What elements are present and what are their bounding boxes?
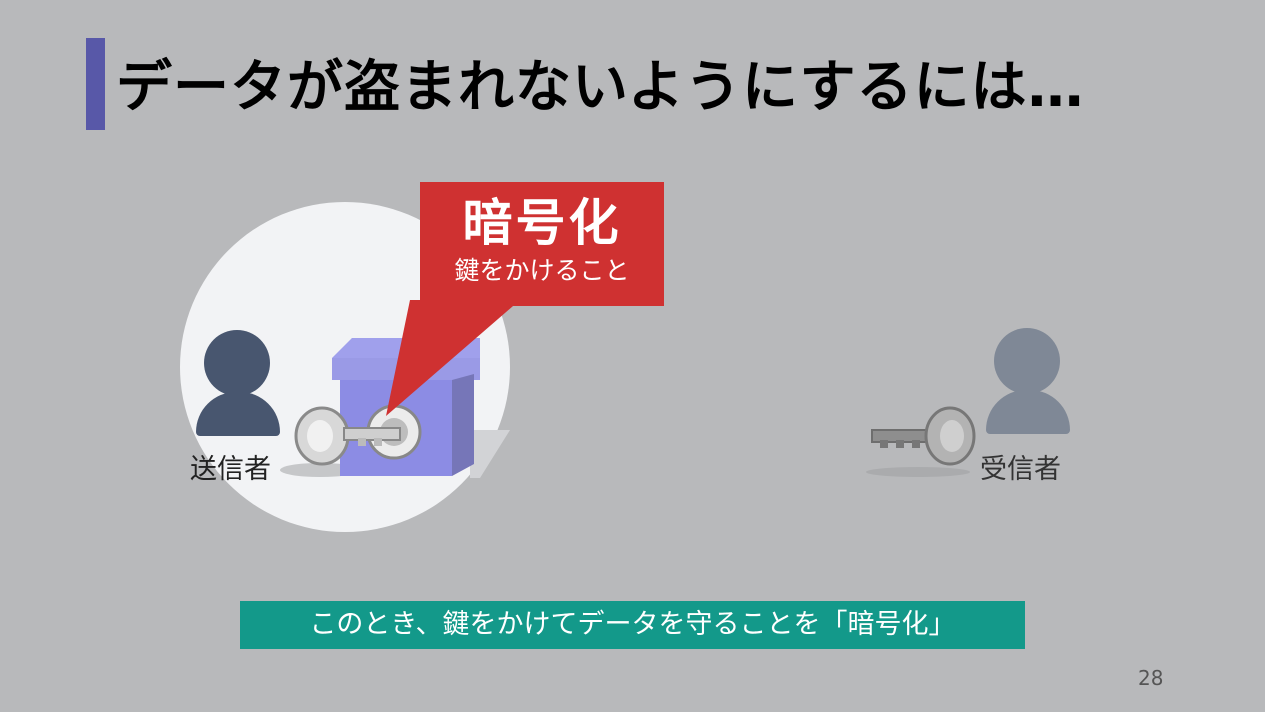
title-accent-bar (86, 38, 105, 130)
encryption-callout: 暗号化 鍵をかけること (420, 182, 664, 306)
page-number: 28 (1138, 666, 1164, 690)
receiver-key-icon (866, 406, 976, 477)
sender-person-icon (196, 330, 280, 436)
sender-label: 送信者 (190, 454, 271, 485)
key-icon (294, 406, 401, 466)
receiver-label: 受信者 (980, 454, 1061, 485)
locked-box-icon (280, 338, 510, 478)
callout-pointer (386, 300, 520, 416)
callout-subtext: 鍵をかけること (454, 256, 630, 285)
slide-title: データが盗まれないようにするには… (116, 55, 1085, 120)
receiver-person-icon (986, 328, 1070, 434)
caption-banner: このとき、鍵をかけてデータを守ることを「暗号化」 (240, 601, 1025, 649)
callout-heading: 暗号化 (462, 194, 622, 252)
